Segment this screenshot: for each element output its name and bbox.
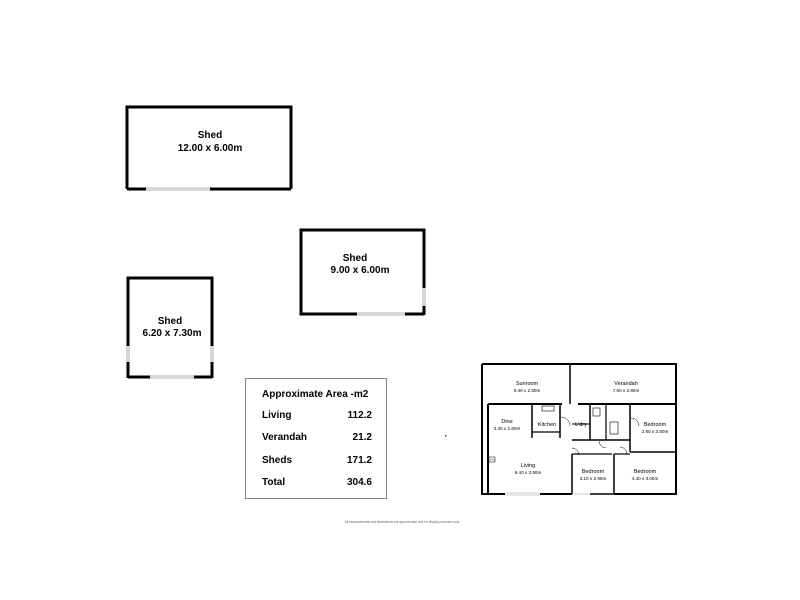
room-bedroom-1-dims: 2.80 x 3.50m — [642, 429, 669, 434]
area-table: Approximate Area -m2 Living 112.2 Verand… — [245, 378, 387, 499]
area-row-label: Total — [262, 477, 286, 488]
fire-label: Fire — [490, 458, 496, 462]
room-bedroom-3-name: Bedroom — [634, 469, 657, 475]
shed-2-dims: 9.00 x 6.00m — [331, 265, 390, 276]
room-bedroom-3-dims: 4.40 x 3.00m — [632, 476, 659, 481]
room-labels: Sunroom 6.40 x 2.80m Verandah 7.60 x 2.8… — [490, 381, 668, 481]
area-row-value: 304.6 — [346, 477, 372, 488]
shed-2-name: Shed — [343, 253, 367, 264]
shed-3-dims: 6.20 x 7.30m — [143, 328, 202, 339]
area-row-label: Sheds — [262, 455, 293, 466]
shed-2: Shed 9.00 x 6.00m — [299, 228, 426, 316]
room-verandah-dims: 7.60 x 2.80m — [613, 388, 640, 393]
room-dine-name: Dine — [501, 419, 512, 425]
room-verandah-name: Verandah — [614, 381, 638, 387]
shed-3: Shed 6.20 x 7.30m — [126, 276, 214, 379]
room-living-name: Living — [521, 463, 535, 469]
area-row-value: 21.2 — [352, 432, 372, 443]
area-row-label: Living — [262, 410, 292, 421]
area-row-value: 171.2 — [346, 455, 372, 466]
shed-1: Shed 12.00 x 6.00m — [125, 105, 293, 191]
shed-1-name: Shed — [198, 130, 222, 141]
shed-1-dims: 12.00 x 6.00m — [178, 143, 243, 154]
room-dine-dims: 3.35 x 2.60m — [494, 426, 521, 431]
area-row-value: 112.2 — [347, 410, 372, 421]
room-bedroom-1-name: Bedroom — [644, 422, 667, 428]
room-kitchen-name: Kitchen — [538, 422, 556, 428]
room-living-dims: 6.40 x 3.90m — [515, 470, 542, 475]
room-laundry-name: L'dry — [575, 422, 587, 428]
area-table-title: Approximate Area -m2 — [262, 389, 369, 400]
room-bedroom-2-name: Bedroom — [582, 469, 605, 475]
dot-mark — [445, 435, 447, 437]
room-bedroom-2-dims: 3.10 x 2.90m — [580, 476, 607, 481]
area-row-label: Verandah — [262, 432, 308, 443]
room-sunroom-name: Sunroom — [516, 381, 539, 387]
house-plan — [481, 363, 677, 496]
disclaimer-text: All measurements and illustrations are a… — [345, 520, 460, 524]
room-sunroom-dims: 6.40 x 2.80m — [514, 388, 541, 393]
shed-3-name: Shed — [158, 316, 182, 327]
